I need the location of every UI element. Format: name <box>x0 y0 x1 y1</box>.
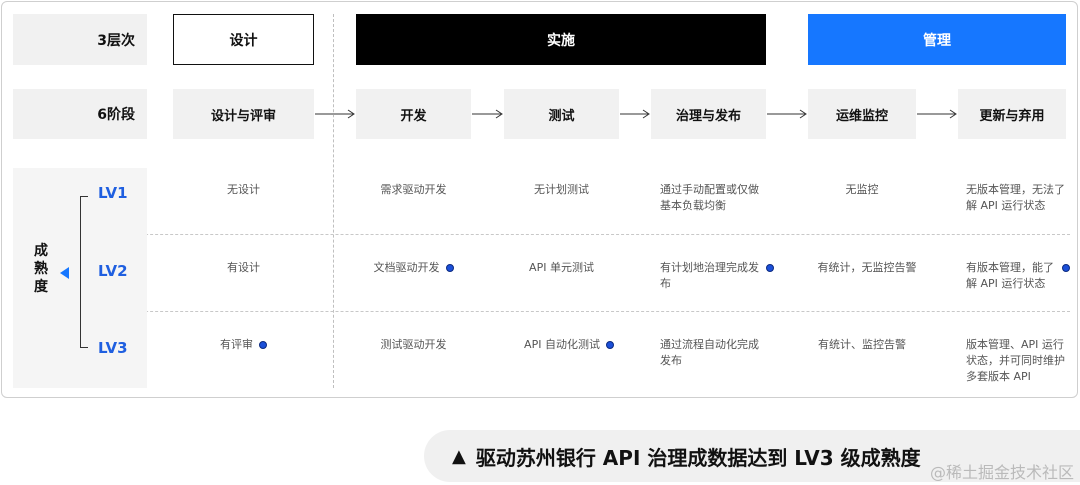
cell-lv2-governance: 有计划地治理完成发布 <box>660 261 759 290</box>
cell-lv3-update: 版本管理、API 运行状态，并可同时维护多套版本 API <box>966 338 1065 383</box>
level-lv3: LV3 <box>98 339 128 357</box>
layer-implementation: 实施 <box>356 14 766 65</box>
layer-management: 管理 <box>808 14 1066 65</box>
stage-update-deprecate: 更新与弃用 <box>958 89 1066 139</box>
row-divider-1 <box>100 234 1070 235</box>
maturity-title: 成熟度 <box>34 243 48 295</box>
caption-banner: ▲ 驱动苏州银行 API 治理成数据达到 LV3 级成熟度 <box>424 430 1080 482</box>
cell-lv1-testing: 无计划测试 <box>534 183 589 196</box>
stage-ops-monitoring: 运维监控 <box>808 89 916 139</box>
arrow-right-icon <box>620 109 650 119</box>
cell-lv3-testing: API 自动化测试 <box>504 337 634 353</box>
achieved-dot-icon <box>445 264 454 272</box>
row-label-layers: 3层次 <box>13 14 147 65</box>
cell-lv1-governance: 通过手动配置或仅做基本负载均衡 <box>660 183 759 212</box>
stage-testing: 测试 <box>504 89 619 139</box>
cell-lv3-governance: 通过流程自动化完成发布 <box>660 338 759 367</box>
cell-lv2-testing: API 单元测试 <box>529 261 594 274</box>
cell-lv2-update: 有版本管理，能了解 API 运行状态 <box>966 261 1054 290</box>
row-divider-2 <box>100 311 1070 312</box>
achieved-dot-icon <box>1062 264 1070 272</box>
arrow-right-icon <box>767 109 807 119</box>
row-label-stages: 6阶段 <box>13 89 147 139</box>
stage-development: 开发 <box>356 89 471 139</box>
level-lv2: LV2 <box>98 262 128 280</box>
cell-lv3-development: 测试驱动开发 <box>380 338 447 351</box>
achieved-dot-icon <box>766 264 774 272</box>
cell-lv3-monitoring: 有统计、监控告警 <box>818 338 906 351</box>
layer-design: 设计 <box>173 14 314 65</box>
maturity-bracket <box>80 196 88 348</box>
achieved-dot-icon <box>605 341 614 349</box>
vertical-divider <box>333 14 334 388</box>
cell-lv2-development: 文档驱动开发 <box>356 260 471 276</box>
cell-lv1-design: 无设计 <box>227 183 260 196</box>
caption-text: 驱动苏州银行 API 治理成数据达到 LV3 级成熟度 <box>475 445 921 470</box>
cell-lv2-design: 有设计 <box>227 261 260 274</box>
cell-lv1-monitoring: 无监控 <box>845 183 879 196</box>
diagram-frame <box>1 1 1078 398</box>
cell-lv2-monitoring: 有统计，无监控告警 <box>817 261 917 274</box>
achieved-dot-icon <box>259 341 267 349</box>
cell-lv1-development: 需求驱动开发 <box>380 183 447 196</box>
stage-design-review: 设计与评审 <box>173 89 314 139</box>
watermark: @稀土掘金技术社区 <box>929 463 1074 482</box>
stage-governance-release: 治理与发布 <box>651 89 766 139</box>
arrow-right-icon <box>315 109 355 119</box>
triangle-up-icon: ▲ <box>452 445 466 467</box>
triangle-left-icon <box>60 267 69 279</box>
arrow-right-icon <box>472 109 503 119</box>
arrow-right-icon <box>917 109 957 119</box>
cell-lv1-update: 无版本管理，无法了解 API 运行状态 <box>966 183 1065 212</box>
level-lv1: LV1 <box>98 184 128 202</box>
cell-lv3-design: 有评审 <box>173 337 314 353</box>
